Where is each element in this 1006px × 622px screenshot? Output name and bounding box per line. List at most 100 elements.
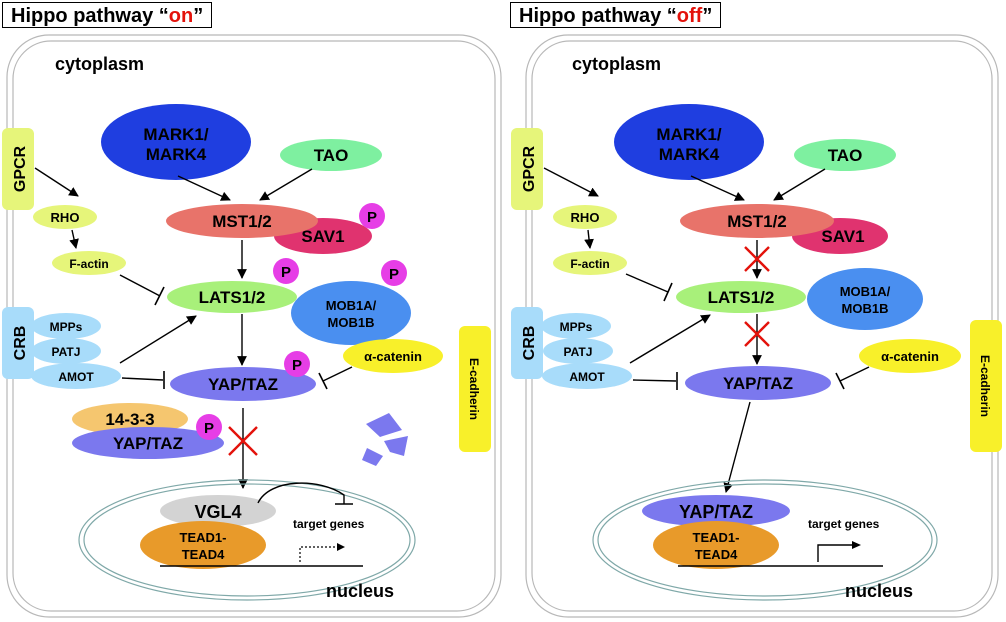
target-genes-label: target genes [808, 517, 880, 531]
mob-phospho-label: P [389, 266, 399, 283]
amot-label: AMOT [569, 370, 605, 384]
nucleus-label: nucleus [845, 581, 913, 601]
mst-label: MST1/2 [212, 212, 272, 231]
target-genes-label: target genes [293, 517, 365, 531]
lats-phospho [273, 258, 299, 284]
yaptaz-phospho-label: P [292, 357, 302, 374]
panel-on-title: Hippo pathway “on” [2, 2, 213, 28]
arrow-rho-factin [584, 229, 594, 249]
inhibit-catenin-yaptaz-bar [318, 372, 328, 390]
crb-label: CRB [12, 326, 29, 361]
lats-node [676, 281, 806, 313]
mark-label-line2: MARK4 [659, 145, 720, 164]
tead-label-line2: TEAD4 [182, 547, 225, 562]
gpcr-label: GPCR [12, 145, 29, 192]
lats-node [167, 281, 297, 313]
mst-node [680, 204, 834, 238]
gpcr-receptor [2, 128, 34, 210]
yaptaz-bound-phospho-label: P [204, 420, 214, 437]
cytoplasm-label: cytoplasm [572, 54, 661, 74]
nucleus-label: nucleus [326, 581, 394, 601]
inhibit-factin-lats-bar [154, 286, 165, 306]
blocked-cross-lats-yaptaz [744, 321, 770, 347]
crb-receptor [511, 307, 543, 379]
mark-label-line1: MARK1/ [656, 125, 721, 144]
inhibit-factin-lats-bar [663, 282, 673, 302]
patj-label: PATJ [52, 345, 81, 359]
f-actin-node [52, 251, 126, 275]
yaptaz-bound-label: YAP/TAZ [113, 434, 183, 453]
tead-label-line2: TEAD4 [695, 547, 738, 562]
mst-label: MST1/2 [727, 212, 787, 231]
tao-label: TAO [314, 146, 349, 165]
nucleus-envelope [78, 479, 416, 601]
yaptaz-phospho [284, 351, 310, 377]
tao-label: TAO [828, 146, 863, 165]
protein-14-3-3-node [72, 403, 188, 435]
panel-off: cytoplasm GPCR CRB E-cadherin MARK1/ MAR… [511, 34, 1002, 618]
tead-label-line1: TEAD1- [693, 530, 740, 545]
alpha-catenin-label: α-catenin [364, 349, 422, 364]
inhibit-catenin-yaptaz-bar [835, 372, 845, 390]
lats-label: LATS1/2 [199, 288, 266, 307]
rho-label: RHO [51, 210, 80, 225]
mob-label-line2: MOB1B [328, 315, 375, 330]
sav1-phospho-label: P [367, 209, 377, 226]
mark-node [101, 104, 251, 180]
arrow-yaptaz-nucleus [723, 401, 751, 493]
target-genes-arrowhead [852, 541, 861, 549]
gpcr-receptor [511, 128, 543, 210]
mob-phospho [381, 260, 407, 286]
inhibit-catenin-yaptaz [839, 366, 870, 382]
rho-node [553, 205, 617, 229]
yaptaz-nuclear-label: YAP/TAZ [679, 502, 753, 522]
sav1-phospho [359, 203, 385, 229]
crb-label: CRB [521, 326, 538, 361]
blocked-cross-mst-lats [744, 246, 770, 272]
arrow-rho-factin [69, 229, 79, 249]
e-cadherin-label: E-cadherin [978, 355, 992, 417]
mob-node [291, 281, 411, 345]
mark-label-line1: MARK1/ [143, 125, 208, 144]
arrow-mark-mst [690, 175, 745, 201]
tao-node [280, 139, 382, 171]
arrow-gpcr-rho [34, 167, 79, 197]
yaptaz-nuclear-node [642, 495, 790, 527]
mob-node [807, 268, 923, 330]
target-genes-arrow-inactive [299, 546, 337, 562]
cytoplasm-label: cytoplasm [55, 54, 144, 74]
rho-node [33, 205, 97, 229]
yaptaz-label: YAP/TAZ [723, 374, 793, 393]
tao-node [794, 139, 896, 171]
mob-label-line1: MOB1A/ [326, 298, 377, 313]
blocked-cross [228, 426, 258, 456]
yaptaz-bound-phospho [196, 414, 222, 440]
inhibit-vgl4-loop [257, 482, 345, 504]
tead-label-line1: TEAD1- [180, 530, 227, 545]
amot-node [542, 363, 632, 389]
mpps-label: MPPs [560, 320, 593, 334]
tead-node [653, 521, 779, 569]
inhibit-factin-lats [119, 274, 161, 297]
mob-label-line2: MOB1B [842, 301, 889, 316]
lats-label: LATS1/2 [708, 288, 775, 307]
mpps-node [31, 313, 101, 339]
nucleus-envelope-inner [597, 483, 933, 597]
sav1-label: SAV1 [301, 227, 344, 246]
target-genes-arrowhead [337, 543, 345, 551]
vgl4-label: VGL4 [194, 502, 241, 522]
rho-label: RHO [571, 210, 600, 225]
f-actin-label: F-actin [69, 257, 108, 271]
e-cadherin-receptor [970, 320, 1002, 452]
arrow-amot-lats [119, 315, 197, 364]
alpha-catenin-node [343, 339, 443, 373]
patj-node [31, 338, 101, 364]
inhibit-amot-yaptaz [121, 377, 164, 381]
panel-off-title: Hippo pathway “off” [510, 2, 722, 28]
yaptaz-label: YAP/TAZ [208, 375, 278, 394]
amot-node [31, 363, 121, 389]
mpps-node [541, 313, 611, 339]
nucleus-envelope-inner [83, 483, 411, 597]
e-cadherin-receptor [459, 326, 491, 452]
f-actin-node [553, 251, 627, 275]
